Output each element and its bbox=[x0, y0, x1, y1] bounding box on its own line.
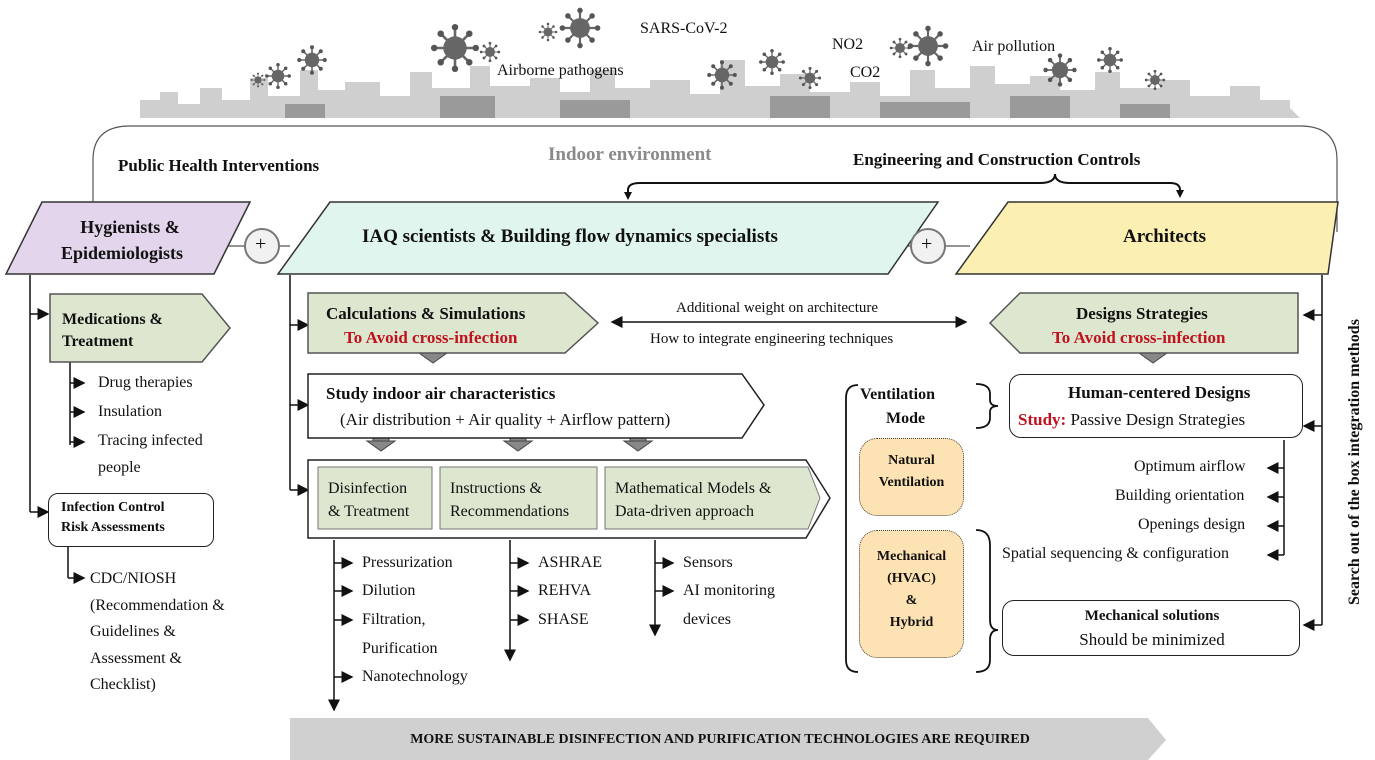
instructions-label-2: Recommendations bbox=[450, 503, 570, 520]
label-no2: NO2 bbox=[832, 36, 864, 53]
city-skyline bbox=[140, 60, 1300, 118]
col2-item: ASHRAE bbox=[538, 554, 603, 571]
math-label-2: Data-driven approach bbox=[615, 503, 755, 520]
col1-item: Pressurization bbox=[362, 554, 453, 571]
iaq-shape bbox=[276, 201, 940, 275]
hygienists-shape bbox=[4, 201, 252, 275]
infection-label-1: Infection Control bbox=[61, 500, 165, 515]
plus-icon-left: + bbox=[255, 233, 267, 255]
architects-label: Architects bbox=[1123, 226, 1207, 247]
design-title: Designs Strategies bbox=[1076, 304, 1208, 323]
natural-label-1: Natural bbox=[888, 453, 935, 468]
cdc-line-5: Checklist) bbox=[90, 676, 156, 693]
mech-label-4: Hybrid bbox=[889, 615, 934, 630]
natural-label-2: Ventilation bbox=[878, 475, 945, 490]
label-airborne: Airborne pathogens bbox=[497, 62, 624, 79]
medications-label-1: Medications & bbox=[62, 311, 163, 328]
col3-item: Sensors bbox=[683, 554, 733, 571]
instructions-label-1: Instructions & bbox=[450, 480, 542, 497]
cdc-line-1: CDC/NIOSH bbox=[90, 570, 177, 587]
vent-label-1: Ventilation bbox=[860, 386, 935, 403]
heading-public-health: Public Health Interventions bbox=[118, 156, 320, 175]
mechanical-hybrid-box: Mechanical (HVAC) & Hybrid bbox=[859, 530, 964, 658]
hygienists-label-2: Epidemiologists bbox=[60, 243, 184, 263]
study-sub: (Air distribution + Air quality + Airflo… bbox=[340, 410, 671, 429]
math-label-1: Mathematical Models & bbox=[615, 480, 772, 497]
natural-ventilation-box: Natural Ventilation bbox=[859, 438, 964, 516]
col2-item: SHASE bbox=[538, 611, 589, 628]
label-co2: CO2 bbox=[850, 64, 881, 81]
cdc-line-2: (Recommendation & bbox=[90, 597, 225, 614]
mechanical-solutions-box: Mechanical solutions Should be minimized bbox=[1002, 600, 1300, 656]
link-bottom: How to integrate engineering techniques bbox=[650, 331, 894, 347]
col1-item: Dilution bbox=[362, 582, 416, 599]
col1-item: Nanotechnology bbox=[362, 668, 468, 685]
infection-label-2: Risk Assessments bbox=[61, 520, 165, 535]
medications-label-2: Treatment bbox=[62, 333, 134, 350]
vent-label-2: Mode bbox=[886, 410, 926, 427]
mech-label-1: Mechanical bbox=[876, 549, 947, 564]
mech-label-3: & bbox=[905, 593, 918, 608]
col3-item: AI monitoring bbox=[683, 582, 775, 599]
plus-icon-right: + bbox=[921, 233, 933, 255]
right-item: Spatial sequencing & configuration bbox=[1002, 545, 1230, 562]
disinfection-label-2: & Treatment bbox=[328, 503, 410, 520]
hygienists-label-1: Hygienists & bbox=[80, 217, 180, 237]
label-air-pollution: Air pollution bbox=[972, 38, 1056, 55]
left-item-drug: Drug therapies bbox=[98, 374, 193, 391]
human-title: Human-centered Designs bbox=[1068, 383, 1251, 402]
right-item: Openings design bbox=[1138, 516, 1246, 533]
cdc-line-3: Guidelines & bbox=[90, 623, 176, 640]
label-sars: SARS-CoV-2 bbox=[640, 20, 728, 37]
right-item: Building orientation bbox=[1115, 487, 1245, 504]
mech-label-2: (HVAC) bbox=[887, 571, 936, 586]
heading-engineering: Engineering and Construction Controls bbox=[853, 150, 1141, 169]
left-item-insulation: Insulation bbox=[98, 403, 162, 420]
study-title: Study indoor air characteristics bbox=[326, 384, 556, 403]
human-study: Study: bbox=[1018, 410, 1067, 429]
side-text: Search out of the box integration method… bbox=[1346, 319, 1363, 605]
calc-title: Calculations & Simulations bbox=[326, 304, 526, 323]
col1-item: Purification bbox=[362, 640, 438, 657]
infection-control-box: Infection Control Risk Assessments bbox=[48, 493, 214, 547]
cdc-line-4: Assessment & bbox=[90, 650, 182, 667]
mech-sol-sub: Should be minimized bbox=[1079, 630, 1225, 649]
heading-indoor-env: Indoor environment bbox=[548, 144, 712, 165]
iaq-label: IAQ scientists & Building flow dynamics … bbox=[362, 226, 778, 247]
disinfection-label-1: Disinfection bbox=[328, 480, 408, 497]
human-sub: Passive Design Strategies bbox=[1070, 410, 1246, 429]
human-centered-box: Human-centered Designs Study: Passive De… bbox=[1009, 374, 1303, 438]
left-item-people: people bbox=[98, 459, 141, 476]
right-item: Optimum airflow bbox=[1134, 458, 1246, 475]
mech-sol-title: Mechanical solutions bbox=[1084, 608, 1220, 624]
col1-item: Filtration, bbox=[362, 611, 426, 628]
footer-banner: MORE SUSTAINABLE DISINFECTION AND PURIFI… bbox=[410, 732, 1030, 747]
design-sub: To Avoid cross-infection bbox=[1052, 328, 1226, 347]
calc-sub: To Avoid cross-infection bbox=[344, 328, 518, 347]
col3-item: devices bbox=[683, 611, 731, 628]
col2-item: REHVA bbox=[538, 582, 592, 599]
left-item-tracing: Tracing infected bbox=[98, 432, 203, 449]
link-top: Additional weight on architecture bbox=[676, 300, 879, 316]
architects-shape bbox=[954, 201, 1339, 275]
